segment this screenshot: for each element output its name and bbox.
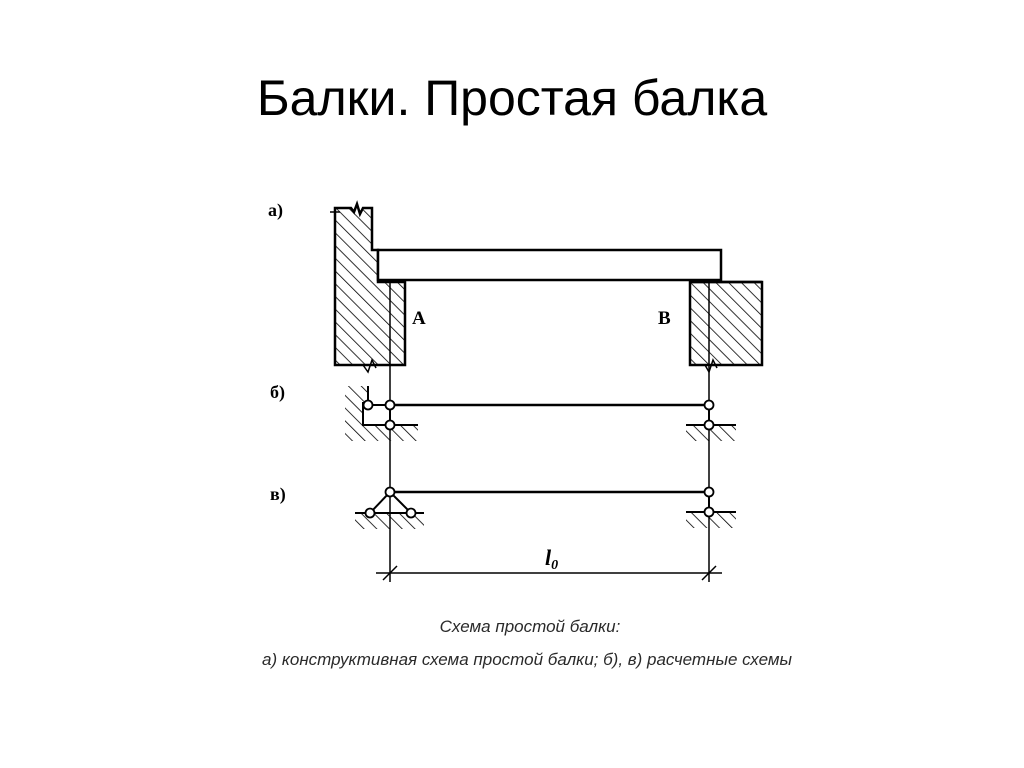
span-label: l0	[545, 545, 558, 573]
label-v: в)	[270, 484, 286, 505]
left-wall	[330, 200, 407, 374]
support-label-a: А	[412, 308, 426, 329]
support-label-b: В	[658, 308, 671, 329]
constructive-scheme: а) А В	[268, 200, 764, 374]
calc-scheme-v: в)	[270, 484, 736, 529]
label-a: а)	[268, 200, 283, 221]
calc-scheme-b: б)	[270, 382, 736, 441]
caption-line-1: Схема простой балки:	[440, 617, 621, 636]
beam-slab	[376, 248, 723, 282]
slide-title: Балки. Простая балка	[256, 70, 768, 126]
caption-line-2: а) конструктивная схема простой балки; б…	[262, 650, 792, 669]
right-wall	[688, 280, 764, 374]
label-b: б)	[270, 382, 285, 403]
span-dimension: l0	[376, 545, 722, 581]
